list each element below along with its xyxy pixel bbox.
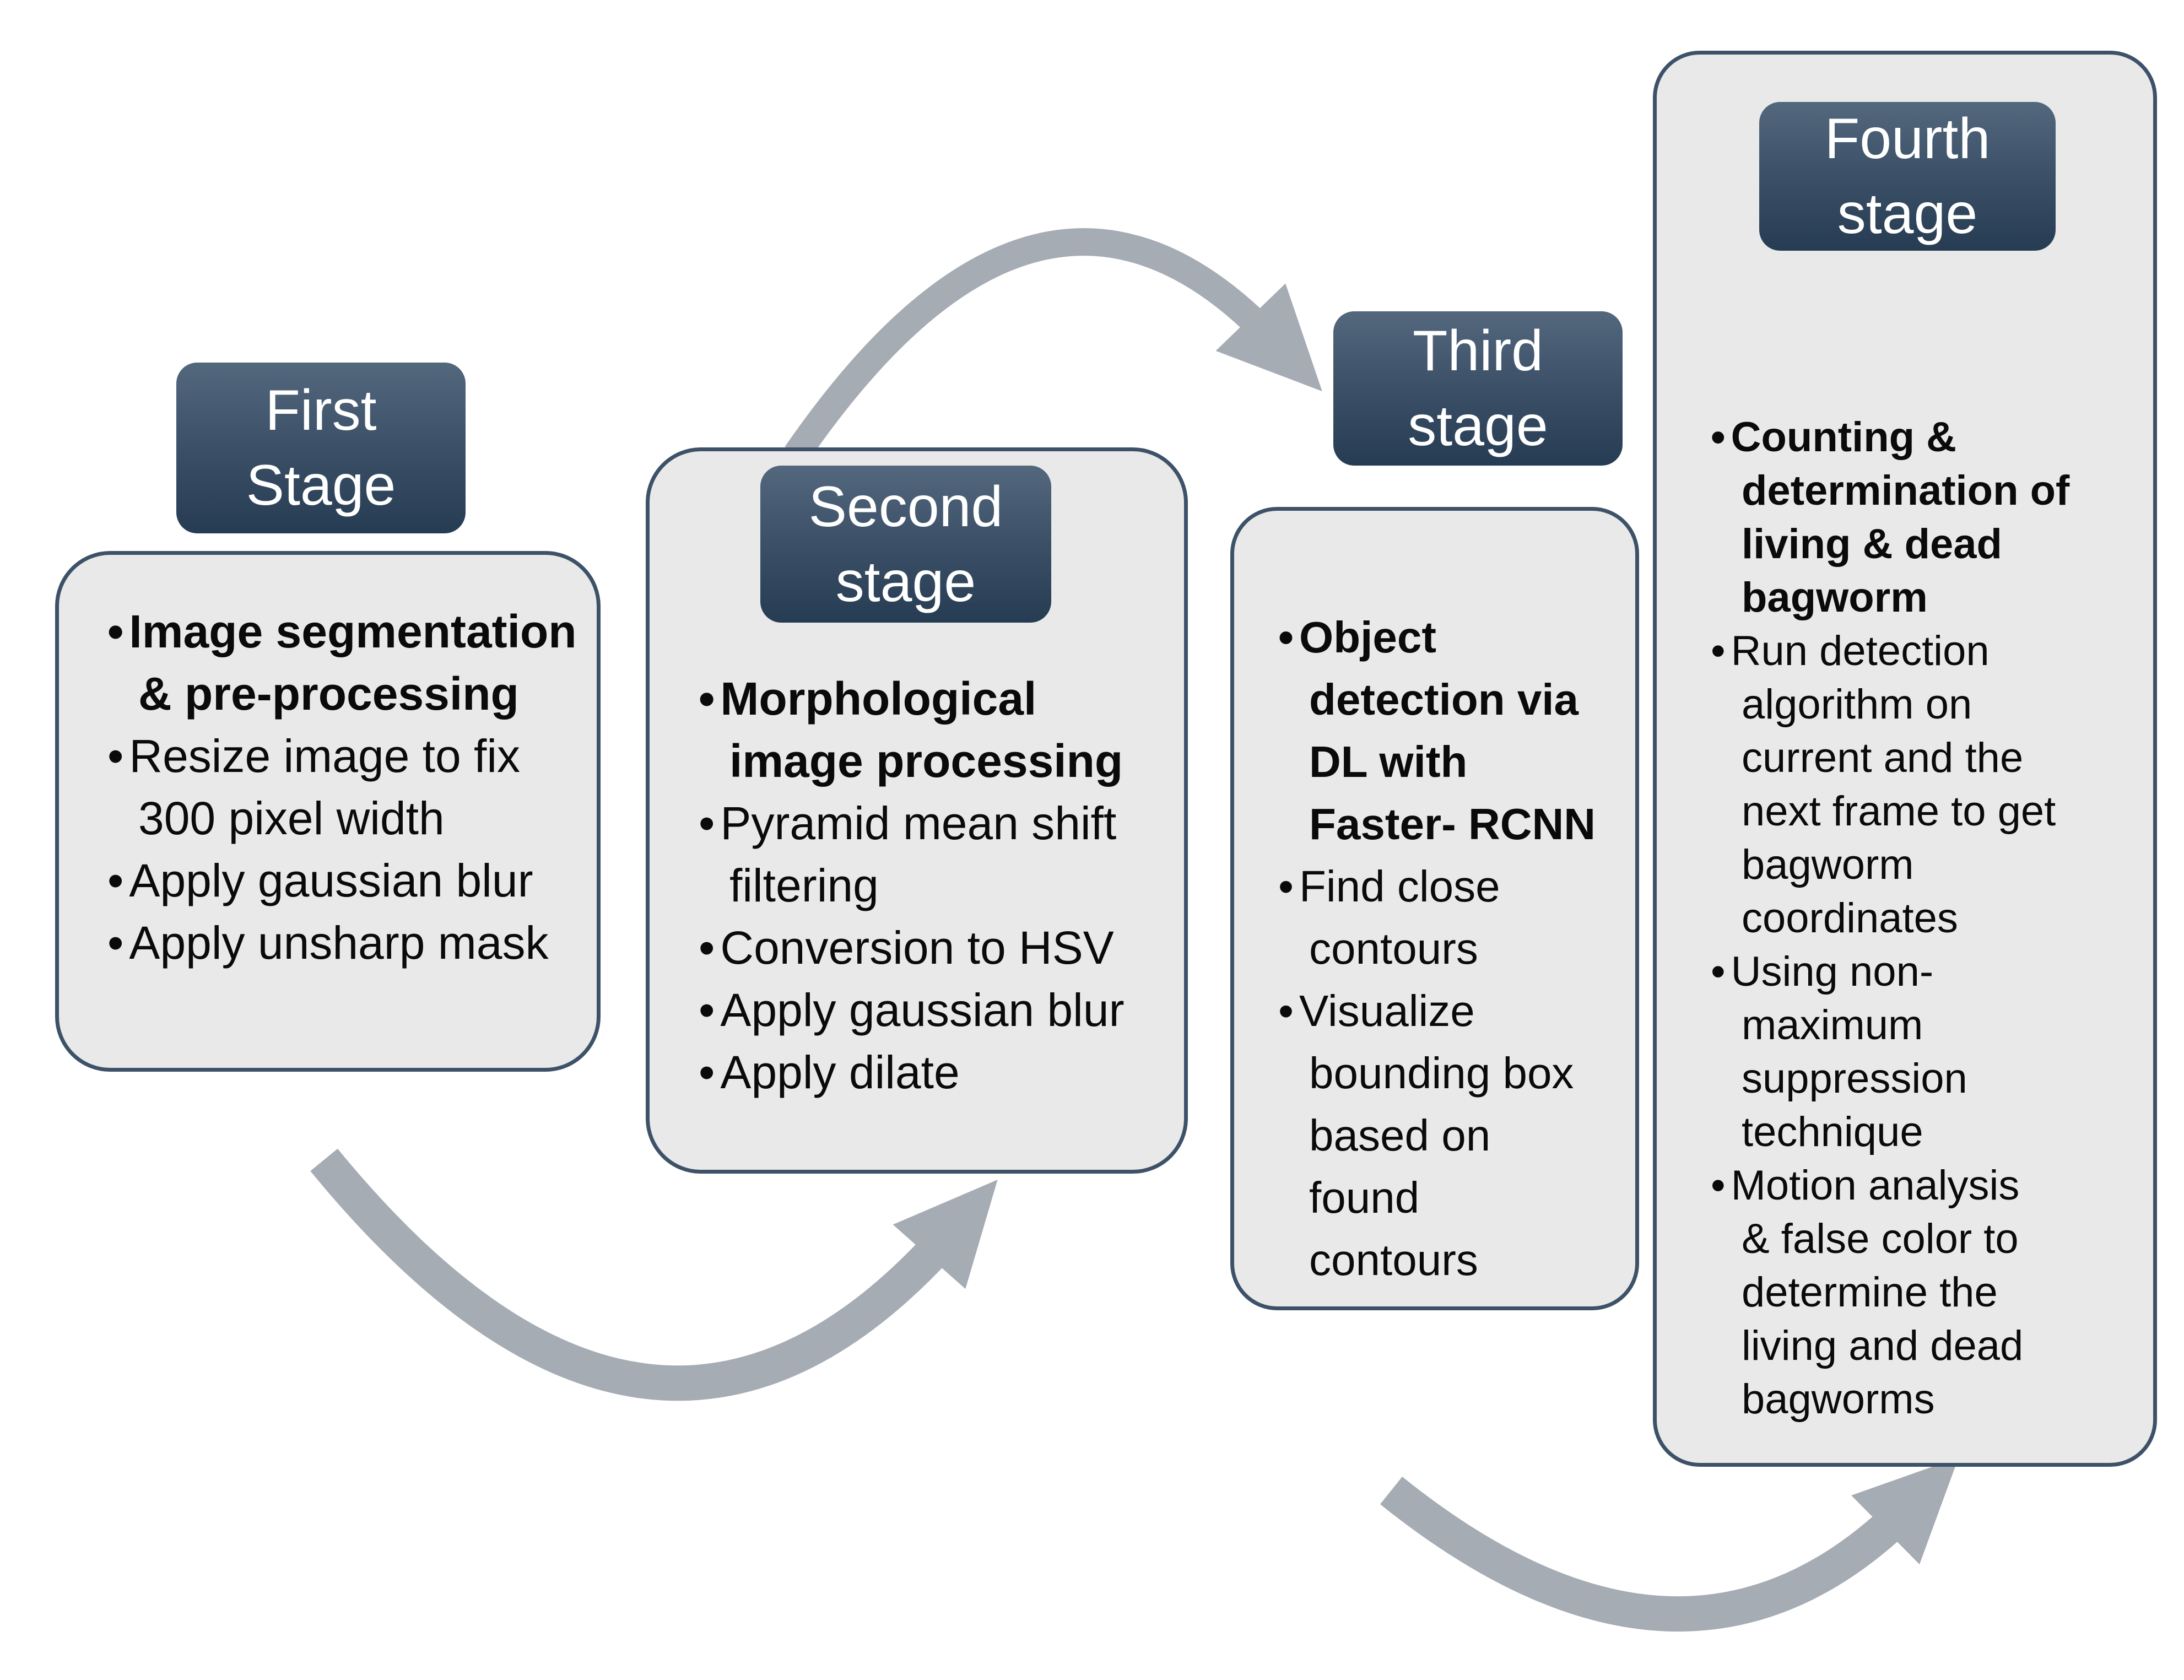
first-to-second-arrowhead-icon [893, 1180, 998, 1289]
second-to-third-arrowhead-icon [1215, 283, 1322, 392]
stage-third-bullet-1: Object detection via DL with Faster- RCN… [1278, 606, 1620, 855]
stage-third-bullet-2: Find close contours [1278, 855, 1620, 980]
second-to-third-arrow [785, 228, 1322, 463]
first-to-second-arrow-curve [310, 1148, 961, 1401]
stage-second-bullet-3: Conversion to HSV [699, 917, 1161, 979]
stage-first-bullet-1: Image segmentation & pre-processing [107, 601, 587, 725]
stage-third-bullet-3: Visualize bounding box based on found co… [1278, 980, 1620, 1291]
stage-second-bullet-1: Morphological image processing [699, 668, 1161, 792]
stage-fourth-bullet-1: Counting & determination of living & dea… [1711, 410, 2129, 624]
stage-fourth-title: Fourth stage [1824, 107, 1991, 246]
stage-first-bullet-4: Apply unsharp mask [107, 912, 587, 974]
stage-fourth-bullet-list: Counting & determination of living & dea… [1711, 410, 2129, 1426]
third-to-fourth-arrow-curve [1380, 1477, 1918, 1632]
second-to-third-arrow-curve [785, 228, 1281, 463]
stage-first-bullet-3: Apply gaussian blur [107, 850, 587, 912]
stage-third-bullet-list: Object detection via DL with Faster- RCN… [1278, 606, 1620, 1291]
first-to-second-arrow [310, 1148, 998, 1401]
stage-first-bullet-list: Image segmentation & pre-processing Resi… [107, 601, 587, 974]
stage-first-title: First Stage [246, 379, 396, 517]
stage-second-bullet-list: Morphological image processing Pyramid m… [699, 668, 1161, 1104]
stage-first-header: First Stage [176, 363, 466, 533]
stage-fourth-bullet-4: Motion analysis & false color to determi… [1711, 1159, 2129, 1426]
stage-fourth-header: Fourth stage [1759, 102, 2056, 251]
third-to-fourth-arrow [1380, 1457, 1959, 1632]
stage-second-bullet-4: Apply gaussian blur [699, 979, 1161, 1041]
stage-fourth-bullet-3: Using non- maximum suppression technique [1711, 945, 2129, 1159]
stage-second-header: Second stage [760, 466, 1051, 623]
third-to-fourth-arrowhead-icon [1851, 1457, 1959, 1565]
stage-third-header: Third stage [1333, 311, 1623, 466]
stage-third-title: Third stage [1408, 319, 1548, 458]
stage-first-bullet-2: Resize image to fix 300 pixel width [107, 725, 587, 850]
stage-second-title: Second stage [808, 474, 1003, 614]
stage-fourth-bullet-2: Run detection algorithm on current and t… [1711, 624, 2129, 945]
stage-second-bullet-2: Pyramid mean shift filtering [699, 792, 1161, 917]
stage-second-bullet-5: Apply dilate [699, 1041, 1161, 1104]
